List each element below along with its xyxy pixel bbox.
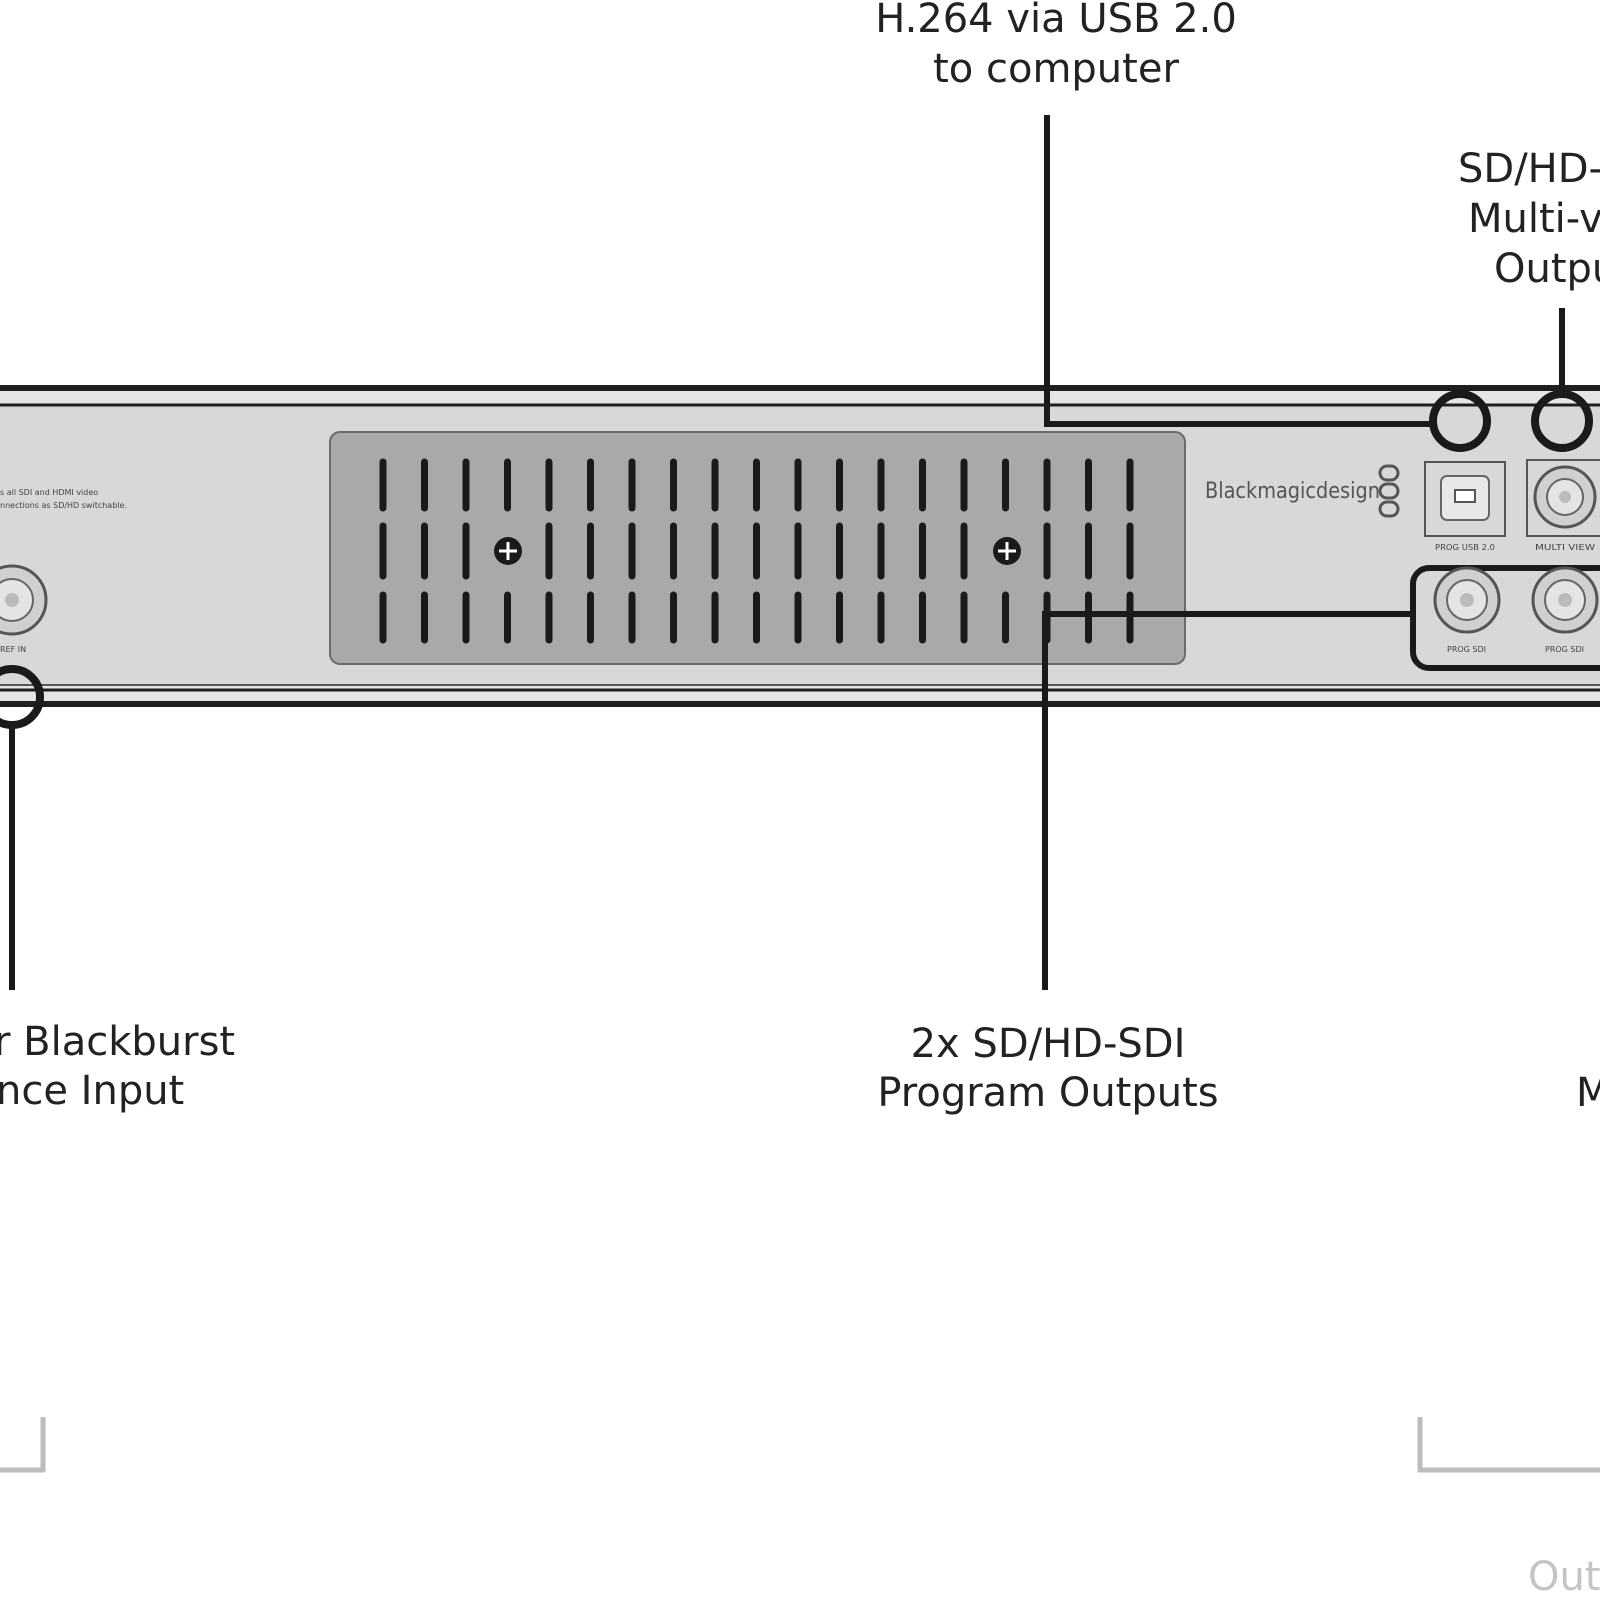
label-multiview-line-1: SD/HD-S: [1458, 146, 1600, 192]
callout-program-line: [1042, 611, 1413, 990]
multiview-port: MULTI VIEW: [1526, 459, 1600, 552]
program-sdi-port-2: PROG SDI: [1531, 566, 1599, 654]
multiview-port-label: MULTI VIEW: [1535, 543, 1595, 552]
callout-multiview: [1531, 308, 1593, 452]
callout-usb-marker: [1429, 390, 1491, 452]
label-reference-line-1: r Blackburst: [0, 1019, 235, 1065]
panel-note-line-2: nnections as SD/HD switchable.: [0, 501, 127, 510]
brand-logo-icon: [1378, 464, 1400, 518]
callout-reference: [0, 665, 44, 990]
panel-note-line-1: s all SDI and HDMI video: [0, 488, 98, 497]
program-sdi-port-1-label: PROG SDI: [1447, 645, 1486, 654]
panel-note: s all SDI and HDMI video nnections as SD…: [0, 488, 127, 510]
usb-port: PROG USB 2.0: [1424, 461, 1506, 552]
reference-port: REF IN: [0, 564, 48, 654]
callout-usb-line: [1044, 115, 1430, 427]
program-sdi-ports: PROG SDI PROG SDI: [1410, 565, 1600, 671]
usb-port-pin: [1454, 489, 1476, 503]
label-reference-line-2: nce Input: [0, 1068, 184, 1114]
program-sdi-port-1: PROG SDI: [1433, 566, 1501, 654]
vent-slots: [379, 458, 1134, 644]
bottom-bracket-left: [0, 1417, 46, 1473]
label-multiview: SD/HD-S Multi-vi Outpu: [1458, 146, 1600, 292]
label-usb: H.264 via USB 2.0 to computer: [875, 0, 1237, 92]
label-multiview-line-2: Multi-vi: [1468, 196, 1600, 242]
label-reference: r Blackburst nce Input: [0, 1019, 235, 1114]
bottom-bracket-right: [1417, 1417, 1600, 1473]
label-right-partial: M: [1576, 1070, 1600, 1116]
label-program-line-2: Program Outputs: [877, 1070, 1218, 1116]
program-sdi-bracket: [1410, 565, 1600, 671]
program-sdi-port-2-label: PROG SDI: [1545, 645, 1584, 654]
brand-wordmark: Blackmagicdesign: [1205, 479, 1380, 504]
vent-plate: [329, 431, 1186, 665]
brand-logo: Blackmagicdesign: [1205, 464, 1400, 518]
screw-left: [494, 537, 522, 565]
label-multiview-line-3: Outpu: [1494, 246, 1600, 292]
screw-right: [993, 537, 1021, 565]
callout-usb: [1044, 115, 1491, 452]
label-program-outputs: 2x SD/HD-SDI Program Outputs: [877, 1021, 1218, 1116]
usb-port-label: PROG USB 2.0: [1435, 543, 1495, 552]
reference-port-label: REF IN: [0, 645, 26, 654]
label-bottom-faint: Out: [1528, 1554, 1600, 1600]
label-usb-line-2: to computer: [933, 46, 1179, 92]
label-usb-line-1: H.264 via USB 2.0: [875, 0, 1237, 42]
label-program-line-1: 2x SD/HD-SDI: [911, 1021, 1186, 1067]
callout-multiview-marker: [1531, 390, 1593, 452]
callout-program-outputs: [1042, 611, 1413, 990]
